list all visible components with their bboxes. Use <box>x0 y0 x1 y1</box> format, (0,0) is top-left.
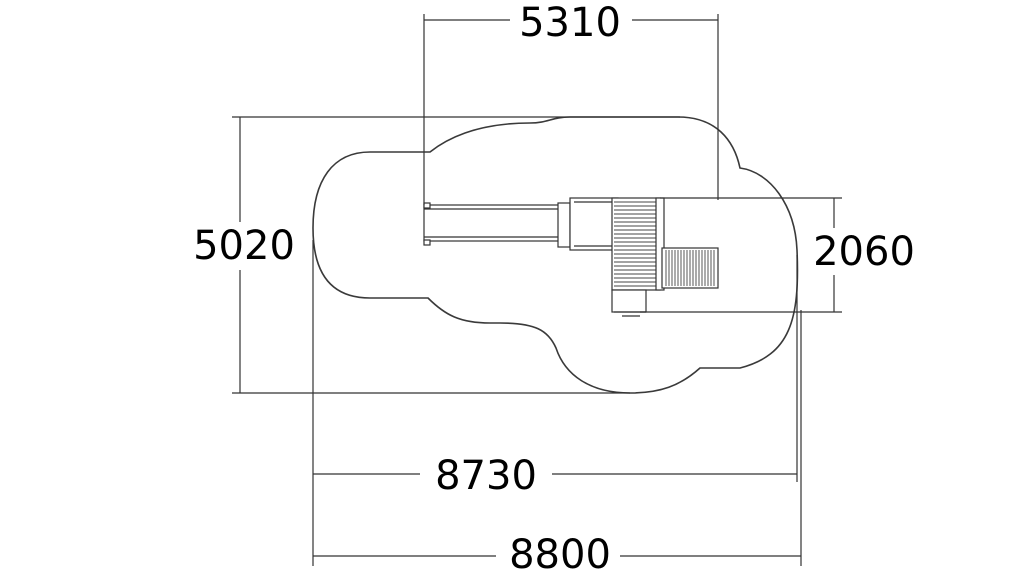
dimension-label-overall-width: 8800 <box>509 532 611 576</box>
dimension-label-inner-width: 8730 <box>435 453 537 499</box>
dimension-overall-height <box>232 116 680 394</box>
dimension-overall-width <box>312 310 802 566</box>
ladder-steps <box>611 289 647 317</box>
dimension-tower-depth <box>640 197 842 313</box>
dimension-label-tower-depth: 2060 <box>813 229 915 275</box>
dimension-label-overall-height: 5020 <box>193 223 295 269</box>
slide <box>423 202 571 248</box>
dimension-label-top-width: 5310 <box>519 0 621 46</box>
dimension-top-width <box>423 14 719 205</box>
dimension-inner-width <box>312 240 798 482</box>
tower <box>611 197 665 291</box>
safety-zone-outline <box>312 116 799 394</box>
platform-deck <box>569 197 619 251</box>
climbing-ramp <box>661 247 719 289</box>
